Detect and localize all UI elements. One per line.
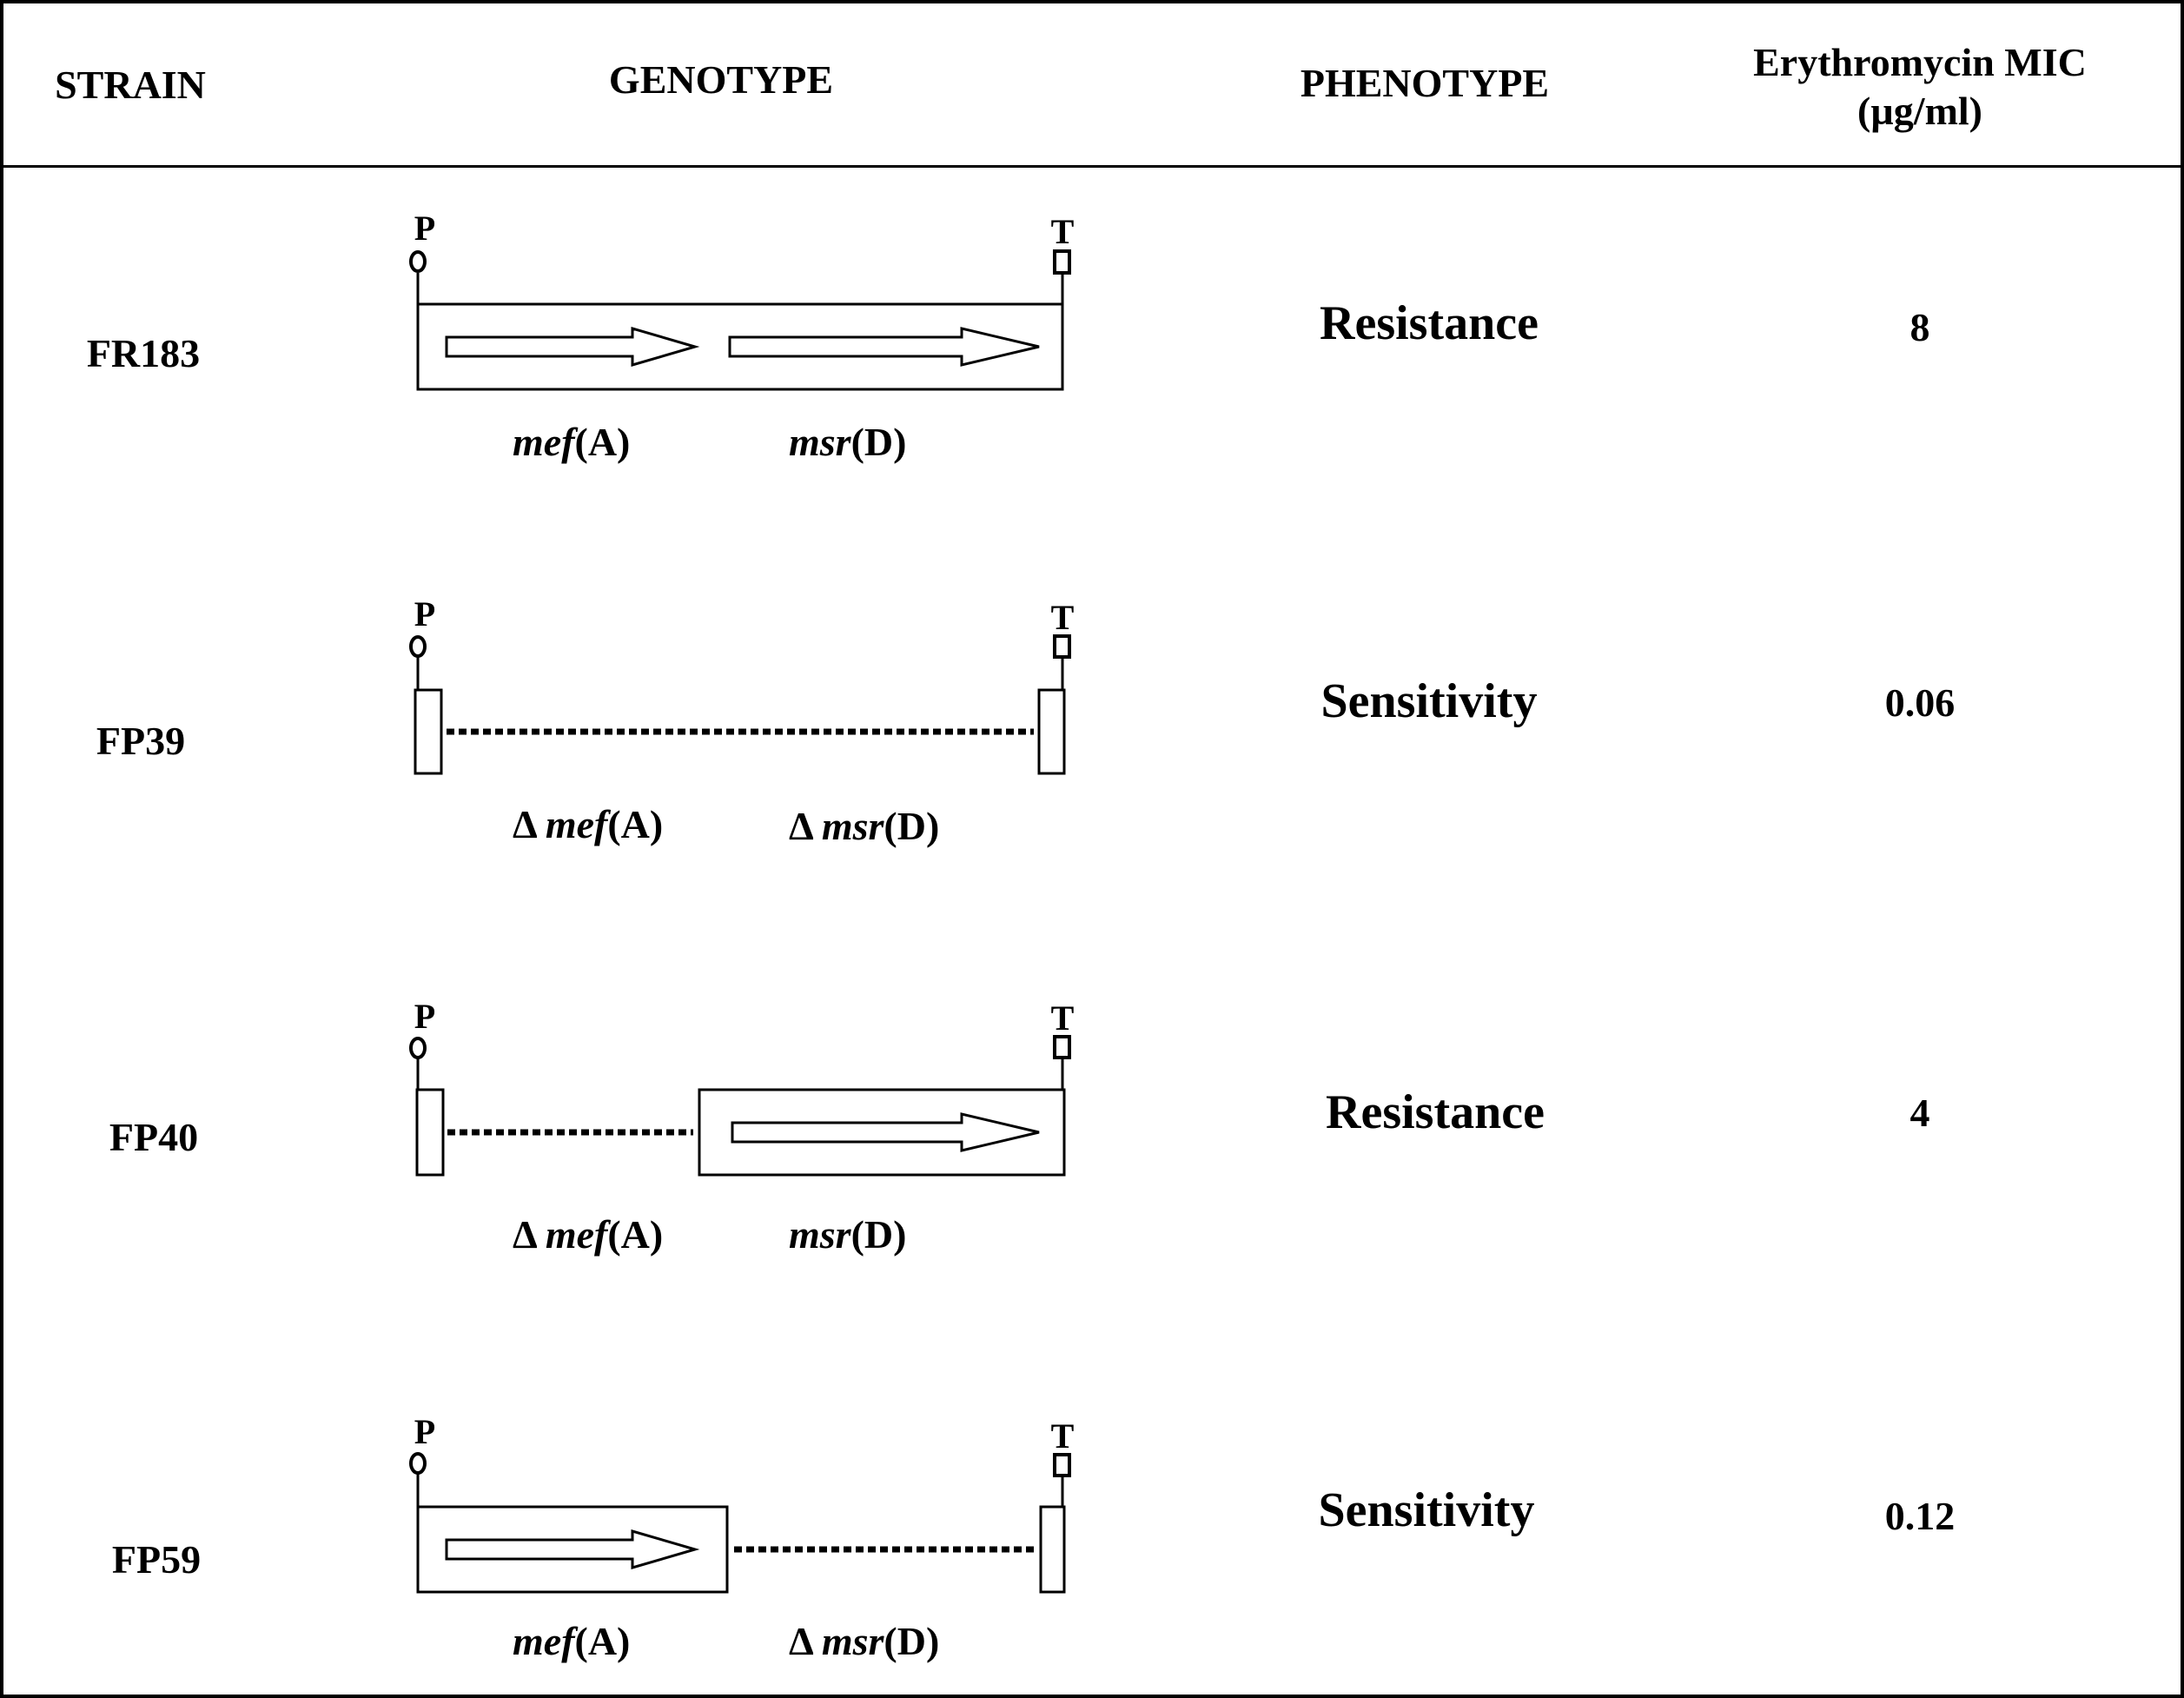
gene-label-mef: mef(A) <box>513 1619 631 1663</box>
mic-value: 8 <box>1909 305 1930 349</box>
flank-box-right <box>1039 1505 1066 1594</box>
terminator-icon <box>1053 1453 1071 1477</box>
promoter-label: P <box>414 997 435 1036</box>
flank-box-right <box>1037 688 1066 775</box>
phenotype-label: Resistance <box>1320 296 1539 350</box>
gene-box <box>416 302 1064 391</box>
mic-value: 0.12 <box>1884 1494 1956 1538</box>
terminator-label: T <box>1051 1416 1075 1456</box>
terminator-icon <box>1053 1035 1071 1059</box>
terminator-label: T <box>1051 998 1075 1038</box>
gene-label-mef: Δ mef(A) <box>513 1212 664 1257</box>
strain-label: FP39 <box>96 719 186 763</box>
strain-label: FP40 <box>109 1115 199 1159</box>
genotype-diagram-row: P T <box>409 997 1075 1177</box>
gene-arrow-msr <box>728 327 1040 367</box>
terminator-label: T <box>1051 212 1075 251</box>
header-strain: STRAIN <box>55 63 206 107</box>
gene-arrow-mef <box>445 1529 700 1569</box>
mic-value: 0.06 <box>1884 680 1956 725</box>
promoter-icon <box>409 1037 427 1059</box>
flank-box-left <box>415 1088 445 1177</box>
gene-box <box>698 1088 1066 1177</box>
promoter-label: P <box>414 1412 435 1451</box>
terminator-icon <box>1053 249 1071 275</box>
gene-label-msr: Δ msr(D) <box>789 1619 940 1663</box>
header-phenotype: PHENOTYPE <box>1300 61 1550 105</box>
promoter-icon <box>409 250 427 273</box>
gene-label-msr: msr(D) <box>789 420 907 464</box>
genotype-diagram-row: P T <box>409 594 1075 775</box>
promoter-label: P <box>414 209 435 248</box>
gene-arrow-mef <box>445 327 700 367</box>
genotype-diagram-row: P T <box>409 209 1075 391</box>
terminator-label: T <box>1051 598 1075 637</box>
promoter-icon <box>409 1452 427 1475</box>
gene-label-msr: msr(D) <box>789 1212 907 1257</box>
phenotype-label: Resistance <box>1326 1085 1545 1139</box>
flank-box-left <box>414 688 443 775</box>
genotype-diagram-row: P T <box>409 1412 1075 1594</box>
phenotype-label: Sensitivity <box>1318 1483 1535 1537</box>
gene-label-msr: Δ msr(D) <box>789 804 940 848</box>
header-divider <box>0 165 2184 168</box>
strain-label: FR183 <box>86 331 201 375</box>
mic-value: 4 <box>1909 1091 1930 1135</box>
gene-label-mef: mef(A) <box>513 420 631 464</box>
promoter-label: P <box>414 594 435 633</box>
gene-label-mef: Δ mef(A) <box>513 802 664 846</box>
terminator-icon <box>1053 634 1071 659</box>
gene-box <box>416 1505 729 1594</box>
header-mic-line1: Erythromycin MIC <box>1753 40 2087 84</box>
header-mic: Erythromycin MIC (µg/ml) <box>1685 38 2154 136</box>
strain-label: FP59 <box>111 1537 202 1582</box>
header-genotype: GENOTYPE <box>608 57 834 102</box>
promoter-icon <box>409 635 427 658</box>
header-mic-line2: (µg/ml) <box>1856 89 1983 133</box>
phenotype-label: Sensitivity <box>1320 674 1538 728</box>
gene-arrow-msr <box>731 1112 1040 1152</box>
